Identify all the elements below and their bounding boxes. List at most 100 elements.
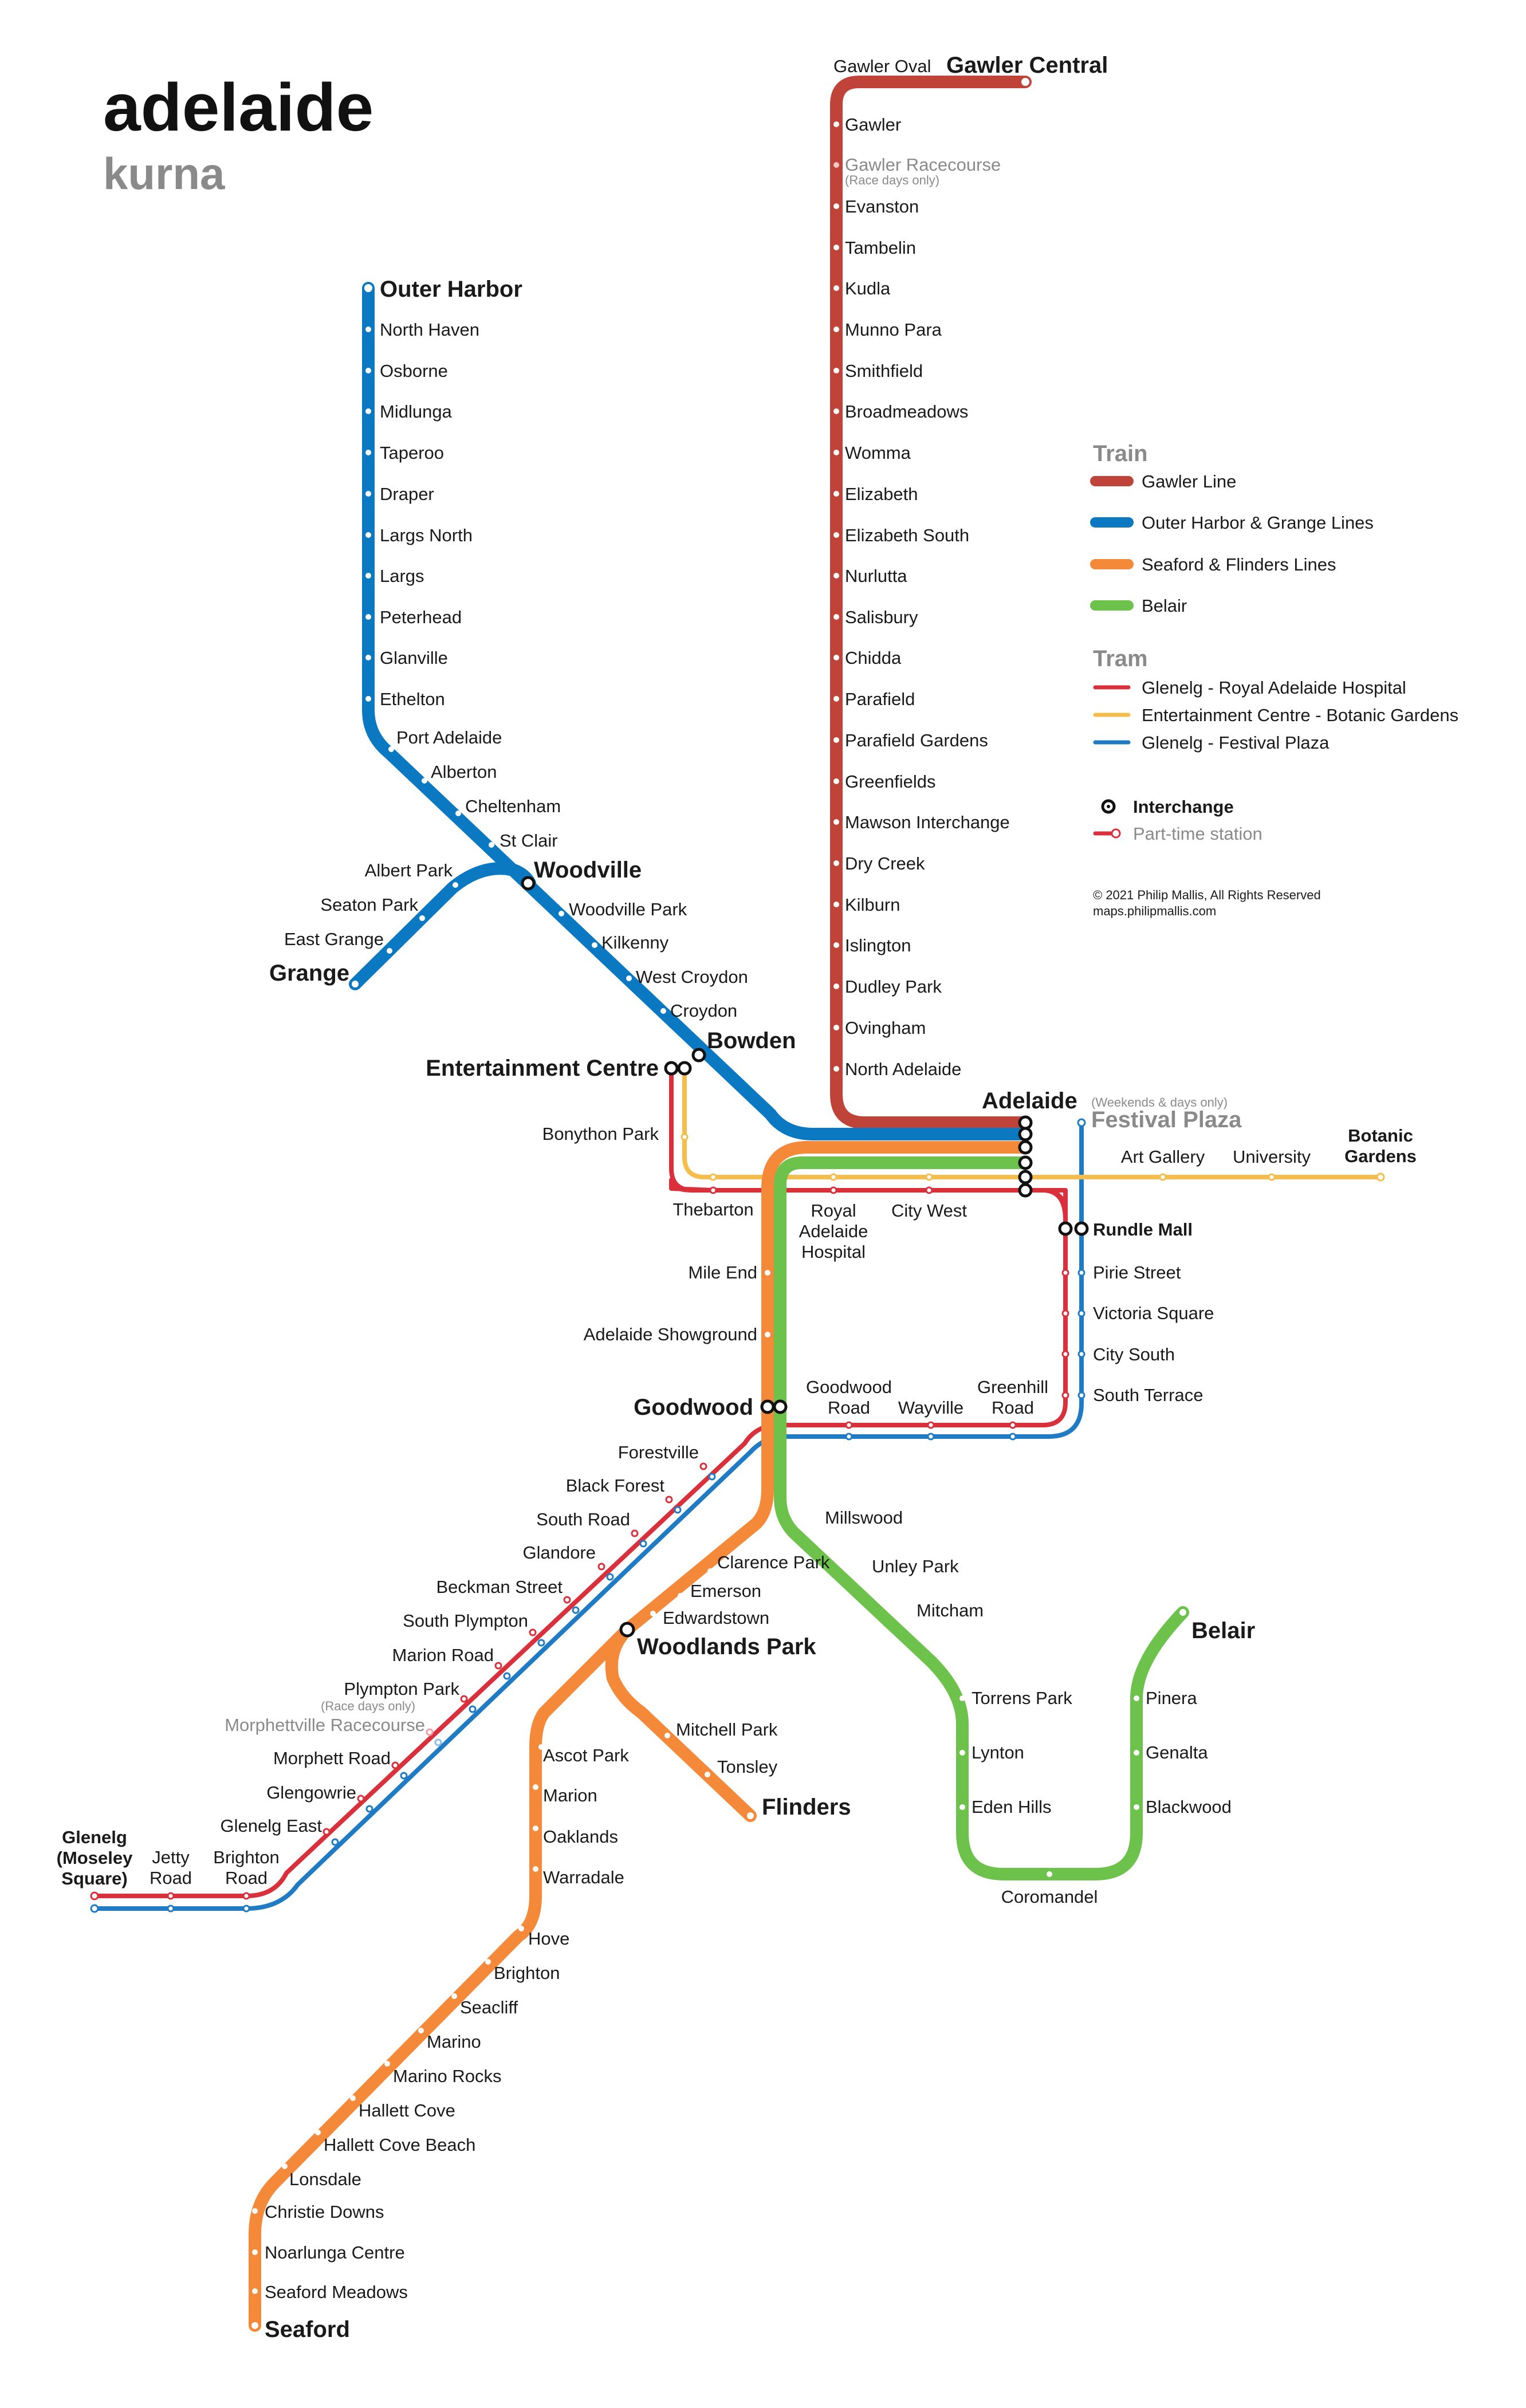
outer-harbor-line	[362, 282, 1032, 1140]
svg-text:Seaton Park: Seaton Park	[320, 895, 418, 915]
interchange-adelaide-1	[1018, 1115, 1033, 1130]
svg-text:Belair: Belair	[1191, 1618, 1255, 1643]
svg-text:Victoria Square: Victoria Square	[1093, 1303, 1214, 1323]
svg-text:Greenhill: Greenhill	[977, 1377, 1048, 1397]
map-title: adelaide	[103, 70, 373, 145]
svg-text:Pinera: Pinera	[1146, 1688, 1197, 1708]
svg-text:Munno Para: Munno Para	[845, 320, 942, 340]
svg-text:South Road: South Road	[536, 1509, 630, 1529]
svg-text:Smithfield: Smithfield	[845, 361, 923, 381]
svg-text:Ascot Park: Ascot Park	[543, 1745, 629, 1765]
interchange-woodlands-park	[619, 1622, 635, 1638]
svg-text:Largs North: Largs North	[380, 525, 473, 545]
svg-text:Gawler Oval: Gawler Oval	[833, 56, 931, 76]
svg-text:Genalta: Genalta	[1146, 1742, 1208, 1762]
svg-text:Grange: Grange	[269, 961, 349, 986]
svg-text:Gawler: Gawler	[845, 115, 901, 135]
svg-text:Glenelg - Royal Adelaide Hospi: Glenelg - Royal Adelaide Hospital	[1142, 678, 1406, 698]
svg-text:St Clair: St Clair	[500, 831, 558, 851]
svg-text:Christie Downs: Christie Downs	[265, 2202, 384, 2222]
svg-text:North Haven: North Haven	[380, 320, 479, 340]
svg-text:Midlunga: Midlunga	[380, 402, 453, 422]
interchange-adelaide-3	[1018, 1140, 1033, 1155]
svg-text:Glandore: Glandore	[522, 1543, 596, 1563]
svg-text:Goodwood: Goodwood	[806, 1377, 892, 1397]
svg-text:Nurlutta: Nurlutta	[845, 566, 907, 586]
svg-text:Road: Road	[225, 1868, 268, 1888]
svg-text:Marino: Marino	[427, 2032, 481, 2052]
station-dots	[251, 78, 1186, 2329]
svg-text:Cheltenham: Cheltenham	[465, 796, 561, 816]
svg-text:Mitchell Park: Mitchell Park	[676, 1720, 778, 1740]
legend-part-time-icon	[1111, 828, 1121, 839]
svg-text:Jetty: Jetty	[152, 1847, 190, 1867]
gawler-labels: Gawler Oval Gawler Central Gawler Gawler…	[833, 53, 1108, 1113]
interchange-bowden	[691, 1048, 706, 1063]
svg-text:Pirie Street: Pirie Street	[1093, 1262, 1181, 1282]
interchange-woodville	[521, 876, 536, 891]
tram-ent-botanic-line	[682, 1066, 1383, 1179]
belair-line	[774, 1156, 1189, 1880]
interchange-rundle-b	[1074, 1221, 1089, 1236]
svg-text:Seacliff: Seacliff	[460, 1997, 518, 2017]
svg-text:Glenelg East: Glenelg East	[221, 1816, 322, 1836]
svg-text:Morphettville Racecourse: Morphettville Racecourse	[225, 1715, 425, 1735]
svg-text:City South: City South	[1093, 1344, 1175, 1364]
svg-text:Taperoo: Taperoo	[380, 443, 444, 463]
svg-text:Woodville: Woodville	[534, 857, 642, 883]
svg-text:Edwardstown: Edwardstown	[663, 1608, 769, 1628]
svg-text:Draper: Draper	[380, 484, 434, 504]
svg-text:Wayville: Wayville	[898, 1398, 963, 1418]
svg-text:Marino Rocks: Marino Rocks	[393, 2066, 502, 2086]
svg-text:Dry Creek: Dry Creek	[845, 853, 925, 874]
svg-text:Unley Park: Unley Park	[872, 1556, 959, 1576]
svg-text:Adelaide: Adelaide	[799, 1221, 868, 1241]
svg-text:Festival Plaza: Festival Plaza	[1091, 1107, 1242, 1132]
interchange-adelaide-5	[1018, 1170, 1033, 1185]
svg-text:Parafield: Parafield	[845, 689, 915, 709]
svg-text:Gawler Racecourse: Gawler Racecourse	[845, 155, 1001, 175]
svg-text:Marion: Marion	[543, 1785, 597, 1805]
svg-text:(Weekends & days only): (Weekends & days only)	[1091, 1095, 1228, 1109]
svg-text:Outer Harbor: Outer Harbor	[380, 277, 522, 302]
svg-text:Road: Road	[828, 1398, 870, 1418]
svg-text:Salisbury: Salisbury	[845, 607, 918, 627]
svg-text:Woodlands Park: Woodlands Park	[637, 1634, 816, 1659]
interchange-adelaide-6	[1018, 1183, 1033, 1198]
svg-text:Tram: Tram	[1093, 646, 1148, 671]
interchange-markers	[521, 876, 1089, 1638]
svg-text:Marion Road: Marion Road	[392, 1645, 494, 1665]
svg-text:Seaford: Seaford	[265, 2317, 350, 2342]
svg-text:Road: Road	[992, 1398, 1034, 1418]
svg-text:South Terrace: South Terrace	[1093, 1385, 1203, 1405]
svg-text:Flinders: Flinders	[762, 1795, 851, 1820]
svg-text:Black Forest: Black Forest	[566, 1476, 665, 1496]
svg-text:Royal: Royal	[811, 1201, 856, 1221]
tram-city-labels: Entertainment Centre Bonython Park Theba…	[426, 1056, 1417, 1418]
gawler-line	[830, 76, 1032, 1129]
svg-text:Oaklands: Oaklands	[543, 1827, 618, 1847]
svg-text:Torrens Park: Torrens Park	[972, 1688, 1072, 1708]
svg-text:Morphett Road: Morphett Road	[273, 1748, 391, 1768]
seaford-labels: Mile End Adelaide Showground Goodwood Cl…	[265, 1262, 830, 2342]
svg-text:Peterhead: Peterhead	[380, 607, 462, 627]
interchange-goodwood-a	[760, 1399, 775, 1414]
svg-text:Rundle Mall: Rundle Mall	[1093, 1219, 1193, 1240]
svg-text:Thebarton: Thebarton	[672, 1199, 753, 1219]
svg-text:Brighton: Brighton	[213, 1847, 279, 1867]
svg-text:Mitcham: Mitcham	[917, 1600, 984, 1620]
svg-text:Alberton: Alberton	[431, 762, 497, 782]
svg-text:Islington: Islington	[845, 935, 911, 955]
svg-text:University: University	[1233, 1147, 1311, 1167]
svg-text:Art Gallery: Art Gallery	[1121, 1147, 1205, 1167]
svg-text:Botanic: Botanic	[1348, 1126, 1413, 1146]
svg-text:Seaford Meadows: Seaford Meadows	[265, 2282, 408, 2302]
legend: Train Gawler Line Outer Harbor & Grange …	[1090, 441, 1458, 918]
svg-text:Glenelg: Glenelg	[62, 1827, 127, 1847]
svg-text:(Moseley: (Moseley	[57, 1848, 133, 1868]
interchange-ent-centre-a	[664, 1061, 679, 1076]
svg-text:Millswood: Millswood	[825, 1508, 903, 1528]
svg-text:Womma: Womma	[845, 443, 911, 463]
svg-text:Coromandel: Coromandel	[1001, 1887, 1098, 1907]
